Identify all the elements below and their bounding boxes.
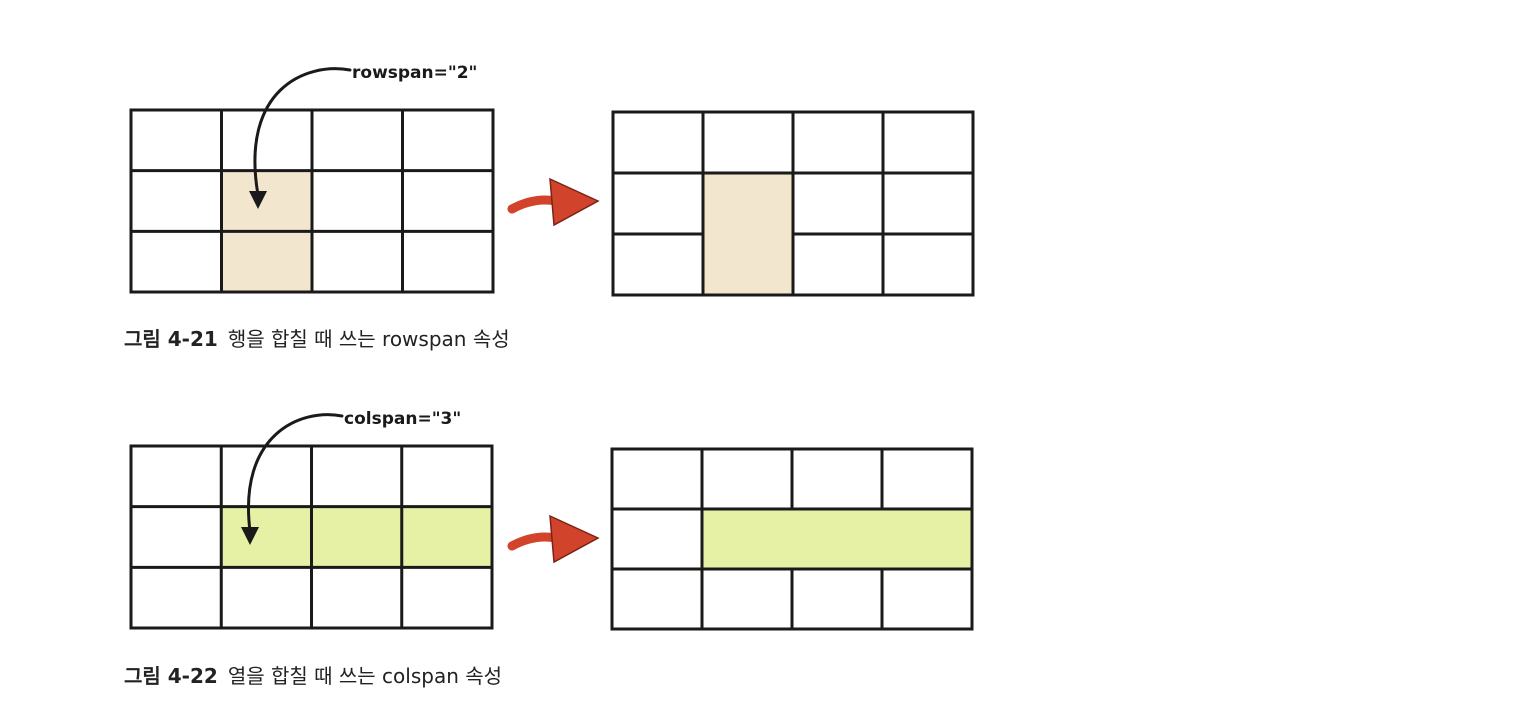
figure-caption-rowspan: 그림 4-21 행을 합칠 때 쓰는 rowspan 속성 xyxy=(124,323,510,352)
merged-cell xyxy=(702,509,972,569)
caption-text: 열을 합칠 때 쓰는 colspan 속성 xyxy=(227,664,503,688)
pointer-head xyxy=(241,527,259,545)
pointer-line xyxy=(247,413,344,533)
merged-cell xyxy=(703,173,793,295)
rowspan-annotation: rowspan="2" xyxy=(352,63,477,83)
arrow-layer xyxy=(241,67,600,564)
caption-number: 그림 4-21 xyxy=(124,327,218,351)
arrow-head xyxy=(549,514,600,564)
red-curved-arrow-icon xyxy=(507,514,600,564)
highlight-layer xyxy=(221,170,972,569)
pointer-line xyxy=(253,67,352,197)
highlighted-cells xyxy=(221,506,492,568)
arrow-tail xyxy=(507,195,561,214)
figure-caption-colspan: 그림 4-22 열을 합칠 때 쓰는 colspan 속성 xyxy=(124,660,502,689)
colspan-annotation: colspan="3" xyxy=(344,409,461,429)
curved-pointer-arrow-icon xyxy=(249,67,352,209)
caption-number: 그림 4-22 xyxy=(124,664,218,688)
caption-text: 행을 합칠 때 쓰는 rowspan 속성 xyxy=(227,327,510,351)
arrow-head xyxy=(549,177,600,227)
grid-layer xyxy=(129,108,975,631)
curved-pointer-arrow-icon xyxy=(241,413,344,545)
arrow-tail xyxy=(507,532,561,551)
pointer-head xyxy=(249,191,267,209)
red-curved-arrow-icon xyxy=(507,177,600,227)
annotation-layer: rowspan="2" colspan="3" xyxy=(344,63,477,429)
